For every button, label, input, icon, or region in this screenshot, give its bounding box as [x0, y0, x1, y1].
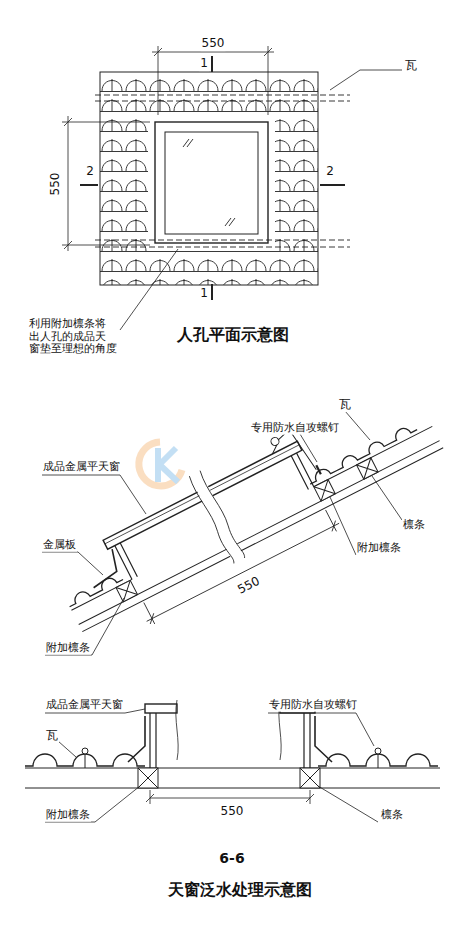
part-label: 附加檩条: [45, 809, 91, 822]
section-mark: 1: [199, 287, 209, 301]
part-label: 成品金属平天窗: [42, 461, 121, 474]
part-label: 专用防水自攻螺钉: [250, 422, 340, 435]
part-label: 附加檩条: [45, 642, 91, 655]
dimension: 550: [220, 805, 245, 819]
part-label: 瓦: [338, 398, 352, 412]
sloped-section: [41, 368, 455, 655]
note: 利用附加檩条将 出人孔的成品天 窗垫至理想的角度: [28, 318, 119, 356]
part-label: 附加檩条: [356, 542, 402, 555]
dimension: 550: [235, 574, 263, 598]
part-label: 瓦: [45, 729, 59, 743]
part-label: 成品金属平天窗: [45, 699, 124, 712]
sloped-leaders: [42, 411, 402, 655]
section-mark: 2: [85, 165, 95, 179]
part-label: 檩条: [380, 809, 404, 822]
section-title: 6-6: [218, 850, 245, 866]
part-label: 金属板: [42, 539, 77, 552]
caption: 天窗泛水处理示意图: [167, 881, 313, 899]
dimension: 550: [201, 37, 226, 51]
view-title: 人孔平面示意图: [176, 326, 290, 344]
section-mark: 1: [199, 57, 209, 71]
plan-view: [62, 46, 402, 330]
watermark-logo: [139, 442, 182, 486]
dimension: 550: [49, 172, 63, 197]
section-mark: 2: [325, 165, 335, 179]
part-label: 瓦: [404, 59, 418, 73]
section-6-6: [25, 700, 440, 822]
part-label: 专用防水自攻螺钉: [268, 699, 358, 712]
part-label: 檩条: [402, 519, 426, 532]
